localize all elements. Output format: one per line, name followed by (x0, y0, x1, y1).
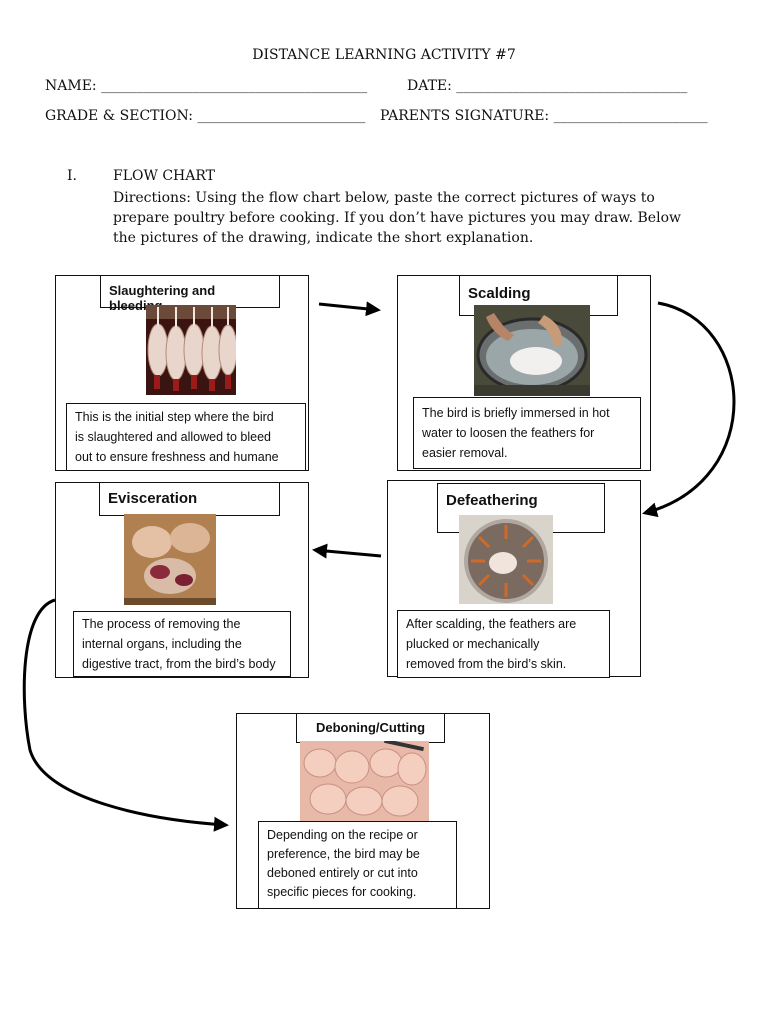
date-field[interactable]: _________________________________ (456, 78, 688, 94)
parent-signature-label: PARENTS SIGNATURE: (380, 108, 550, 124)
desc-line: internal organs, including the (82, 637, 242, 651)
grade-label: GRADE & SECTION: (45, 108, 193, 124)
desc-line: digestive tract, from the bird’s body (82, 657, 276, 671)
section-numeral: I. (67, 168, 77, 184)
step-title: Deboning/Cutting (296, 713, 445, 743)
date-row: DATE: _________________________________ (407, 78, 687, 94)
desc-line: The process of removing the (82, 617, 241, 631)
desc-line: deboned entirely or cut into (267, 866, 418, 880)
desc-line: specific pieces for cooking. (267, 885, 417, 899)
arrow-scalding-to-defeathering (642, 301, 736, 518)
scalding-pot-photo (474, 305, 590, 396)
grade-field[interactable]: ________________________ (197, 108, 366, 124)
desc-line: preference, the bird may be (267, 847, 420, 861)
desc-line: After scalding, the feathers are (406, 617, 577, 631)
step-description: This is the initial step where the bird … (66, 403, 306, 471)
page-title: DISTANCE LEARNING ACTIVITY #7 (252, 47, 516, 63)
directions-line: prepare poultry before cooking. If you d… (113, 210, 681, 226)
step-title: Evisceration (99, 482, 280, 516)
step-description: Depending on the recipe or preference, t… (258, 821, 457, 909)
desc-line: removed from the bird’s skin. (406, 657, 567, 671)
parent-signature-row: PARENTS SIGNATURE: _____________________… (380, 108, 708, 124)
hanging-chickens-photo (146, 305, 236, 395)
name-field[interactable]: ______________________________________ (101, 78, 368, 94)
parent-signature-field[interactable]: ______________________ (553, 108, 708, 124)
arrow-slaughtering-to-scalding (318, 301, 381, 317)
arrow-defeathering-to-evisceration (312, 543, 382, 559)
removing-organs-photo (124, 514, 216, 605)
grade-row: GRADE & SECTION: _______________________… (45, 108, 365, 124)
desc-line: out to ensure freshness and humane (75, 450, 279, 464)
desc-line: is slaughtered and allowed to bleed (75, 430, 271, 444)
step-title: Slaughtering and bleeding (100, 275, 280, 313)
desc-line: easier removal. (422, 446, 508, 460)
step-description: After scalding, the feathers are plucked… (397, 610, 610, 678)
plucker-machine-photo (459, 515, 553, 604)
directions: Directions: Using the flow chart below, … (113, 188, 681, 248)
desc-line: The bird is briefly immersed in hot (422, 406, 610, 420)
step-description: The bird is briefly immersed in hot wate… (413, 397, 641, 469)
cut-chicken-pieces-photo (300, 741, 429, 821)
name-label: NAME: (45, 78, 97, 94)
directions-line: Directions: Using the flow chart below, … (113, 190, 655, 206)
step-description: The process of removing the internal org… (73, 611, 291, 677)
name-row: NAME: __________________________________… (45, 78, 367, 94)
desc-line: This is the initial step where the bird (75, 410, 274, 424)
date-label: DATE: (407, 78, 452, 94)
section-heading: FLOW CHART (113, 168, 215, 184)
desc-line: water to loosen the feathers for (422, 426, 595, 440)
directions-line: the pictures of the drawing, indicate th… (113, 230, 534, 246)
desc-line: Depending on the recipe or (267, 828, 418, 842)
desc-line: plucked or mechanically (406, 637, 540, 651)
